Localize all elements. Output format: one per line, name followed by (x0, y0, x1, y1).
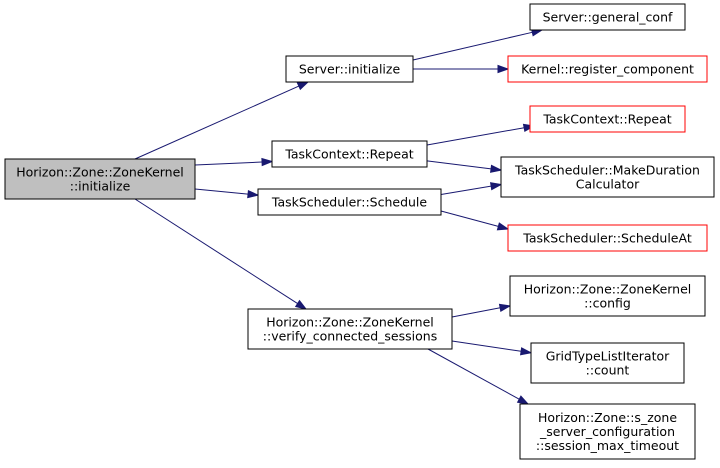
node-verify-connected-sessions[interactable]: Horizon::Zone::ZoneKernel::verify_connec… (247, 308, 453, 350)
edge-server-initialize-to-kernel-register-component (413, 64, 510, 74)
node-label-line: Server::general_conf (543, 10, 673, 25)
node-label-line: Server::initialize (299, 62, 401, 77)
node-label-line: Horizon::Zone::ZoneKernel (16, 165, 184, 180)
node-label-line: TaskContext::Repeat (542, 112, 671, 127)
node-gridtypelistiterator-count[interactable]: GridTypeListIterator::count (530, 342, 685, 384)
node-kernel-register-component[interactable]: Kernel::register_component (507, 55, 708, 83)
node-box (285, 55, 414, 83)
node-session-max-timeout[interactable]: Horizon::Zone::s_zone_server_configurati… (519, 403, 696, 460)
node-box (271, 140, 428, 168)
edges-layer (134, 28, 544, 405)
node-zonekernel-config[interactable]: Horizon::Zone::ZoneKernel::config (509, 275, 706, 317)
node-label-line: GridTypeListIterator (546, 349, 670, 364)
node-root[interactable]: Horizon::Zone::ZoneKernel::initialize (4, 158, 196, 200)
edge-server-initialize-to-server-general-conf (412, 28, 544, 61)
node-label-line: ::initialize (70, 179, 131, 194)
edge-verify-connected-sessions-to-gridtypelistiterator-count (451, 340, 533, 356)
node-label-line: TaskScheduler::ScheduleAt (522, 231, 692, 246)
node-box (509, 275, 706, 317)
node-server-general-conf[interactable]: Server::general_conf (529, 3, 686, 31)
edge-root-to-verify-connected-sessions (134, 198, 308, 310)
node-label-line: _server_configuration (539, 424, 675, 439)
node-label-line: Horizon::Zone::ZoneKernel (524, 282, 692, 297)
node-label-line: TaskScheduler::Schedule (271, 195, 428, 210)
node-box (507, 224, 708, 252)
node-label-line: Calculator (576, 177, 640, 192)
node-label-line: TaskContext::Repeat (284, 147, 413, 162)
edge-taskcontext-repeat-1-to-taskscheduler-makedurationcalculator (426, 160, 503, 173)
node-taskscheduler-scheduleat[interactable]: TaskScheduler::ScheduleAt (507, 224, 708, 252)
node-label-line: ::session_max_timeout (536, 438, 679, 453)
edge-taskscheduler-schedule-to-taskscheduler-scheduleat (440, 210, 510, 231)
node-box (507, 55, 708, 83)
node-box (519, 403, 696, 460)
node-box (500, 156, 715, 198)
edge-verify-connected-sessions-to-zonekernel-config (451, 303, 512, 318)
edge-taskscheduler-schedule-to-taskscheduler-makedurationcalculator (440, 182, 503, 195)
node-label-line: Kernel::register_component (521, 62, 694, 77)
node-server-initialize[interactable]: Server::initialize (285, 55, 414, 83)
node-label-line: ::config (584, 296, 631, 311)
node-box (247, 308, 453, 350)
edge-taskcontext-repeat-1-to-taskcontext-repeat-2 (426, 123, 536, 146)
nodes-layer: Horizon::Zone::ZoneKernel::initialize Ser… (4, 3, 715, 460)
node-label-line: TaskScheduler::MakeDuration (514, 163, 700, 178)
node-taskscheduler-schedule[interactable]: TaskScheduler::Schedule (257, 188, 442, 216)
node-box (529, 105, 686, 133)
edge-verify-connected-sessions-to-session-max-timeout (427, 348, 530, 405)
node-label-line: Horizon::Zone::ZoneKernel (266, 315, 434, 330)
edge-root-to-taskcontext-repeat-1 (194, 157, 274, 167)
node-label-line: ::count (586, 363, 630, 378)
node-label-line: Horizon::Zone::s_zone (538, 410, 677, 425)
node-label-line: ::verify_connected_sessions (263, 329, 437, 344)
node-taskcontext-repeat-1[interactable]: TaskContext::Repeat (271, 140, 428, 168)
node-box (4, 158, 196, 200)
node-box (529, 3, 686, 31)
node-box (530, 342, 685, 384)
edge-root-to-taskscheduler-schedule (194, 188, 260, 199)
node-box (257, 188, 442, 216)
node-taskcontext-repeat-2[interactable]: TaskContext::Repeat (529, 105, 686, 133)
